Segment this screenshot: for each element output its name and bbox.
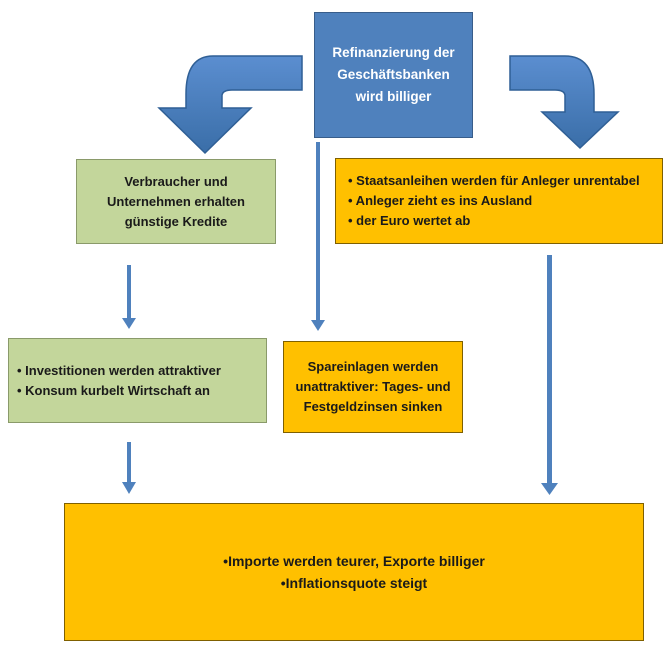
top-box-line: wird billiger <box>355 89 432 104</box>
top-box-line: Geschäftsbanken <box>337 67 450 82</box>
bullet-item: • Anleger zieht es ins Ausland <box>348 193 533 208</box>
box-investments: • Investitionen werden attraktiver • Kon… <box>8 338 267 423</box>
arrow-green1-to-green2 <box>122 265 136 329</box>
bullet-item: • Staatsanleihen werden für Anleger unre… <box>348 173 640 188</box>
curved-arrow-right <box>509 55 620 150</box>
bullet-item: •Inflationsquote steigt <box>280 575 428 591</box>
box-imports-inflation: •Importe werden teurer, Exporte billiger… <box>64 503 644 641</box>
box-line: günstige Kredite <box>124 213 228 229</box>
box-line: Spareinlagen werden <box>307 359 439 374</box>
box-line: unattraktiver: Tages- und <box>295 379 451 394</box>
box-line: Verbraucher und <box>124 173 228 189</box>
box-government-bonds: • Staatsanleihen werden für Anleger unre… <box>335 158 663 244</box>
box-cheap-credit: Verbraucher und Unternehmen erhalten gün… <box>76 159 276 244</box>
top-box-refinancing: Refinanzierung der Geschäftsbanken wird … <box>314 12 473 138</box>
box-savings: Spareinlagen werden unattraktiver: Tages… <box>283 341 463 433</box>
bullet-item: •Importe werden teurer, Exporte billiger <box>223 553 485 569</box>
curved-arrow-left <box>157 55 303 155</box>
arrow-orange1-to-bottom <box>541 255 558 495</box>
arrow-green2-to-bottom <box>122 442 136 494</box>
arrow-top-to-middle <box>311 142 325 331</box>
bullet-item: • Konsum kurbelt Wirtschaft an <box>17 382 210 398</box>
box-line: Festgeldzinsen sinken <box>303 399 443 414</box>
top-box-line: Refinanzierung der <box>332 45 455 60</box>
box-line: Unternehmen erhalten <box>107 193 245 209</box>
bullet-item: • der Euro wertet ab <box>348 213 471 228</box>
bullet-item: • Investitionen werden attraktiver <box>17 362 221 378</box>
